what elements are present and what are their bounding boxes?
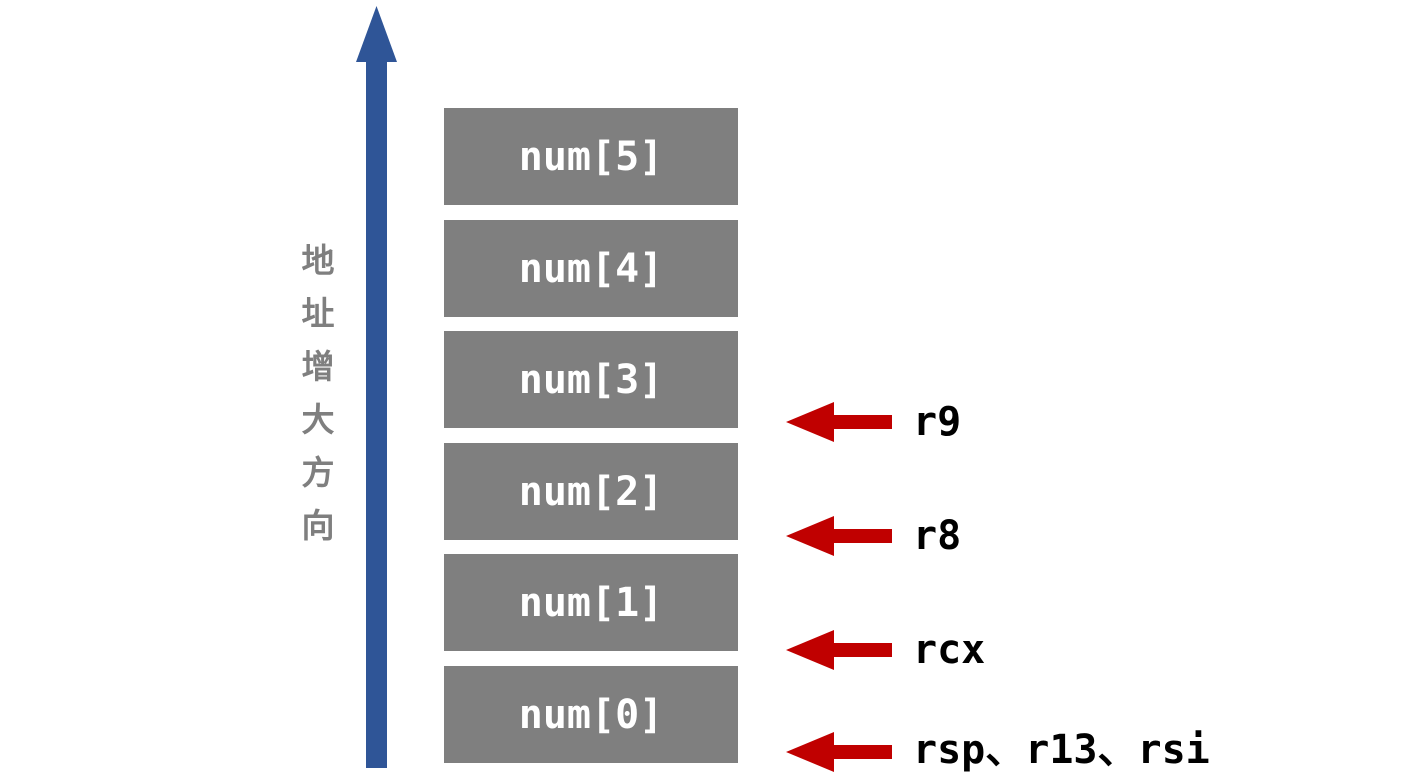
axis-label-char: 地 [301, 241, 335, 280]
axis-label-char: 方 [301, 453, 335, 492]
pointer-arrow-r8 [786, 516, 892, 556]
address-increase-arrow [356, 6, 397, 768]
register-label-r8: r8 [913, 513, 962, 559]
memory-cell-num-2: num[2] [444, 443, 738, 540]
memory-cell-num-3: num[3] [444, 331, 738, 428]
register-label-r9: r9 [913, 399, 962, 445]
axis-label-char: 向 [301, 506, 335, 545]
axis-label-vertical: 地 址 增 大 方 向 [296, 234, 340, 552]
axis-label-char: 增 [301, 347, 335, 386]
pointer-arrow-r9 [786, 402, 892, 442]
axis-label-char: 址 [301, 294, 335, 333]
memory-cell-num-4: num[4] [444, 220, 738, 317]
pointer-arrow-rsp-r13-rsi [786, 732, 892, 772]
memory-cell-num-1: num[1] [444, 554, 738, 651]
register-label-rcx: rcx [913, 627, 986, 673]
pointer-arrow-rcx [786, 630, 892, 670]
memory-cell-num-0: num[0] [444, 666, 738, 763]
register-label-rsp-r13-rsi: rsp、r13、rsi [913, 727, 1210, 773]
memory-cell-num-5: num[5] [444, 108, 738, 205]
axis-label-char: 大 [301, 400, 335, 439]
